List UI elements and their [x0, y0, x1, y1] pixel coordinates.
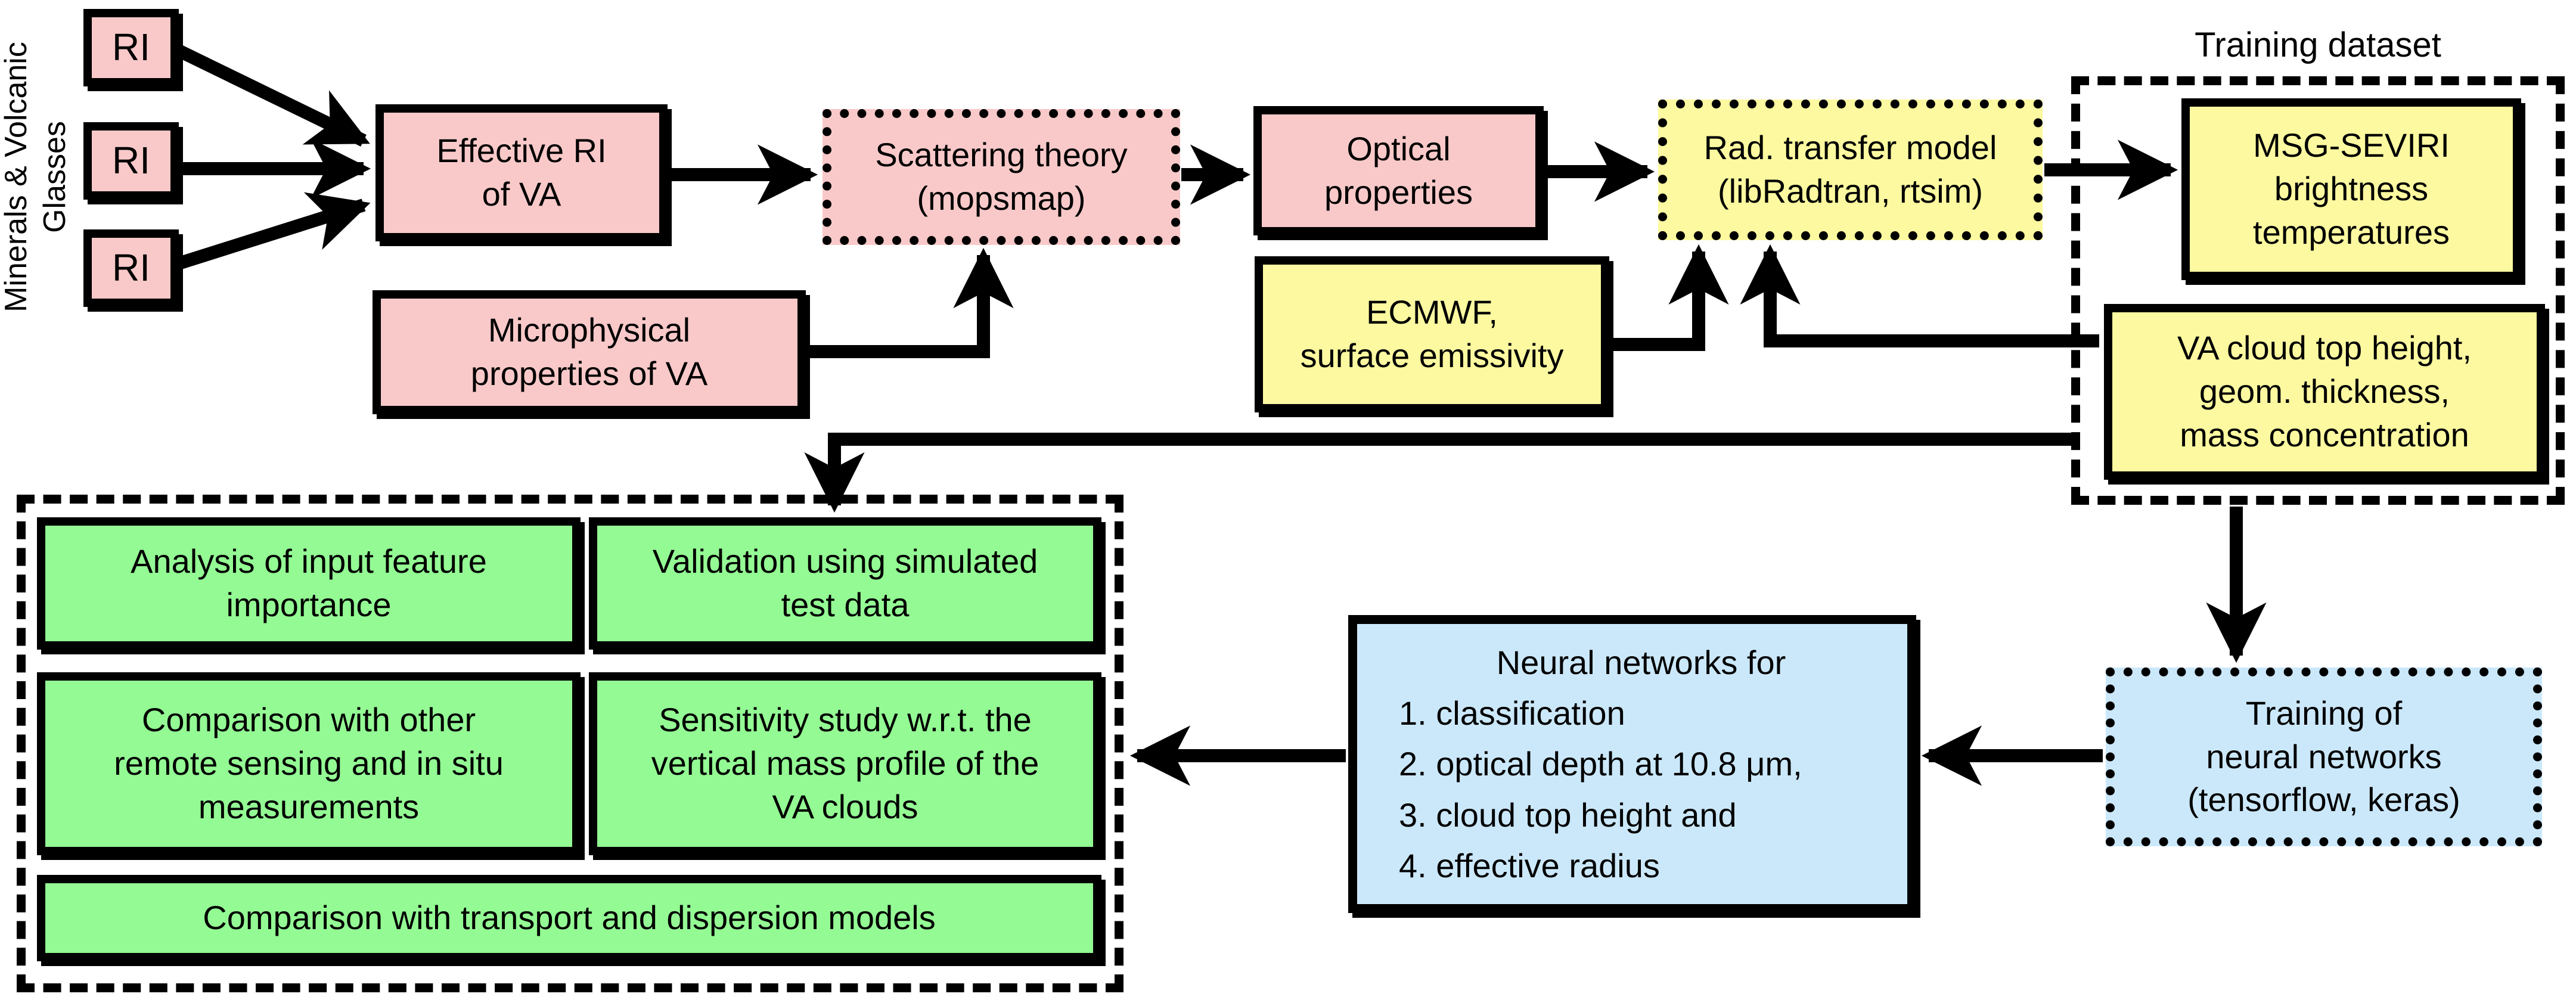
node-optical-properties: Optical properties — [1253, 106, 1544, 235]
side-label-minerals-volcanic-glasses: Minerals & Volcanic Glasses — [0, 42, 72, 312]
node-ri-3: RI — [83, 229, 179, 307]
node-rad-transfer-model: Rad. transfer model (libRadtran, rtsim) — [1658, 100, 2043, 240]
evaluation-container — [17, 495, 1123, 992]
node-msg-seviri: MSG-SEVIRI brightness temperatures — [2181, 98, 2521, 280]
arrow-vacloud-to-validation — [804, 433, 2072, 513]
node-training-neural-networks: Training of neural networks (tensorflow,… — [2106, 667, 2542, 846]
arrow-ri3-to-effective-ri — [176, 192, 371, 270]
node-va-cloud-properties: VA cloud top height, geom. thickness, ma… — [2104, 304, 2545, 480]
node-ri-2: RI — [83, 122, 179, 200]
arrow-vacloud-to-radtransfer — [1740, 244, 2099, 347]
node-scattering-theory: Scattering theory (mopsmap) — [823, 109, 1180, 245]
arrow-ri1-to-effective-ri — [176, 45, 370, 147]
neural-networks-title: Neural networks for — [1496, 644, 1786, 682]
node-comparison-remote-sensing: Comparison with other remote sensing and… — [37, 672, 581, 855]
training-dataset-container — [2071, 76, 2565, 505]
neural-networks-item-1: 1. classification — [1399, 694, 1625, 732]
node-microphysical-properties: Microphysical properties of VA — [373, 290, 806, 414]
node-ri-1: RI — [83, 9, 179, 86]
node-sensitivity-study: Sensitivity study w.r.t. the vertical ma… — [589, 672, 1101, 855]
node-neural-networks: Neural networks for 1. classification 2.… — [1348, 615, 1916, 913]
arrow-microphysical-to-scattering — [805, 247, 1014, 358]
neural-networks-item-4: 4. effective radius — [1399, 846, 1660, 884]
node-validation-simulated: Validation using simulated test data — [589, 517, 1101, 650]
node-comparison-transport-models: Comparison with transport and dispersion… — [37, 875, 1101, 961]
training-dataset-label: Training dataset — [2195, 26, 2441, 64]
arrow-ecmwf-to-radtransfer — [1608, 244, 1729, 351]
node-analysis-input-feature: Analysis of input feature importance — [37, 517, 581, 650]
node-effective-ri: Effective RI of VA — [375, 104, 668, 241]
node-ecmwf-surface-emissivity: ECMWF, surface emissivity — [1255, 256, 1609, 412]
neural-networks-item-2: 2. optical depth at 10.8 μm, — [1399, 745, 1802, 783]
neural-networks-item-3: 3. cloud top height and — [1399, 796, 1737, 834]
